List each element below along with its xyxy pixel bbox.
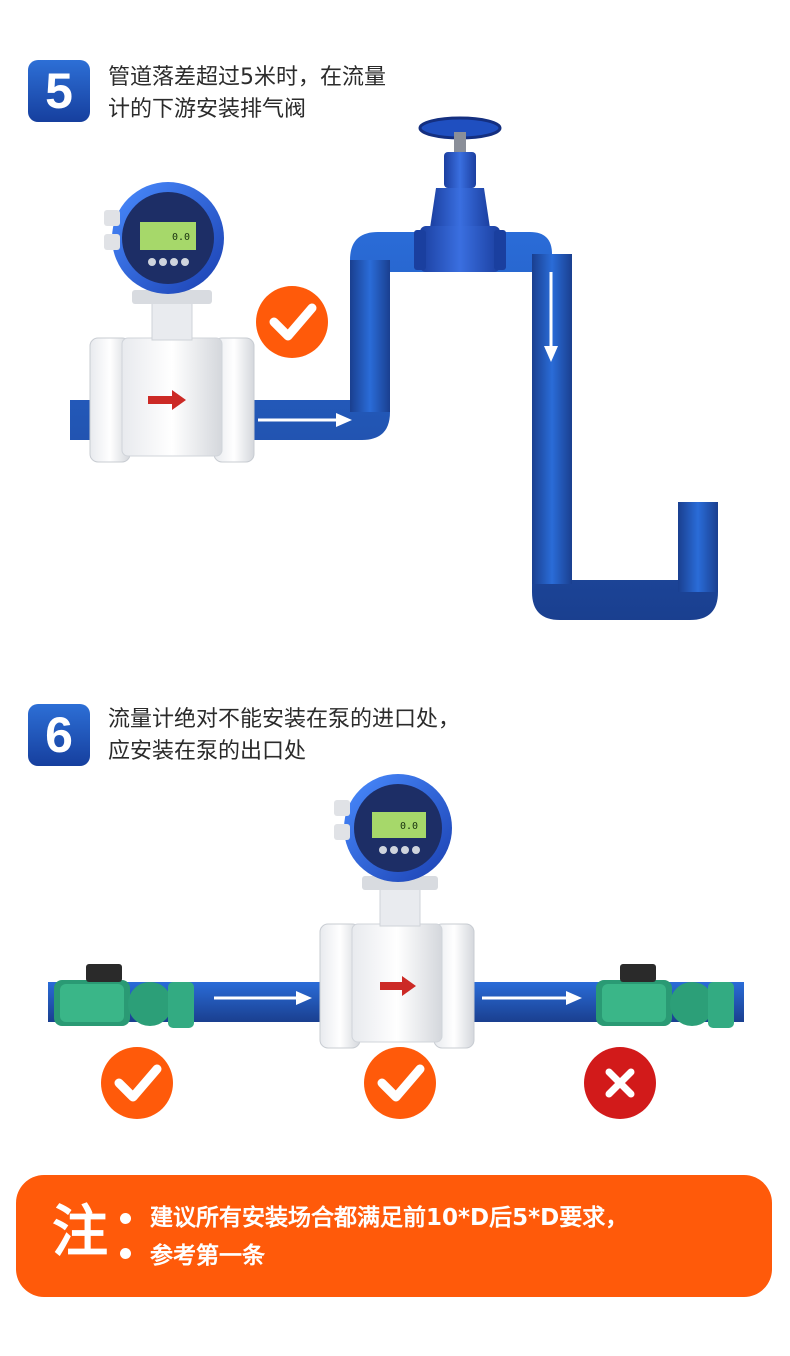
note-label: 注 xyxy=(52,1200,108,1265)
cross-icon xyxy=(584,1047,656,1119)
flow-arrow-icon xyxy=(482,991,582,1005)
flow-arrow-icon xyxy=(544,272,558,362)
meter-display-value: 0.0 xyxy=(400,821,418,832)
note-line1: 建议所有安装场合都满足前10*D后5*D要求， xyxy=(150,1205,629,1231)
section6-diagram: 0.0 xyxy=(48,774,744,1119)
note-box: 注 建议所有安装场合都满足前10*D后5*D要求， 参考第一条 xyxy=(16,1175,772,1297)
check-icon xyxy=(364,1047,436,1119)
note-text: 建议所有安装场合都满足前10*D后5*D要求， 参考第一条 xyxy=(150,1199,750,1275)
step6-text: 流量计绝对不能安装在泵的进口处， 应安装在泵的出口处 xyxy=(108,704,460,768)
bullet-dot xyxy=(120,1248,131,1259)
section5-diagram: 0.0 xyxy=(70,116,718,620)
note-line2: 参考第一条 xyxy=(150,1243,265,1269)
step-number-badge-5: 5 xyxy=(28,60,90,122)
step5-line2: 计的下游安装排气阀 xyxy=(108,97,307,122)
check-icon xyxy=(101,1047,173,1119)
step-number-badge-6: 6 xyxy=(28,704,90,766)
pump-icon xyxy=(54,964,194,1028)
check-icon xyxy=(256,286,328,358)
meter-display-value: 0.0 xyxy=(172,232,190,243)
gate-valve-icon xyxy=(414,116,506,272)
pump-icon xyxy=(596,964,734,1028)
flowmeter-icon: 0.0 xyxy=(319,774,475,1049)
step6-line2: 应安装在泵的出口处 xyxy=(108,739,307,764)
flow-arrow-icon xyxy=(258,413,352,427)
flow-arrow-icon xyxy=(214,991,312,1005)
bullet-dot xyxy=(120,1213,131,1224)
step5-text: 管道落差超过5米时，在流量 计的下游安装排气阀 xyxy=(108,62,386,126)
flowmeter-icon: 0.0 xyxy=(89,182,255,463)
step5-line1: 管道落差超过5米时，在流量 xyxy=(108,65,386,90)
step6-line1: 流量计绝对不能安装在泵的进口处， xyxy=(108,707,461,732)
note-bullets xyxy=(120,1213,131,1283)
